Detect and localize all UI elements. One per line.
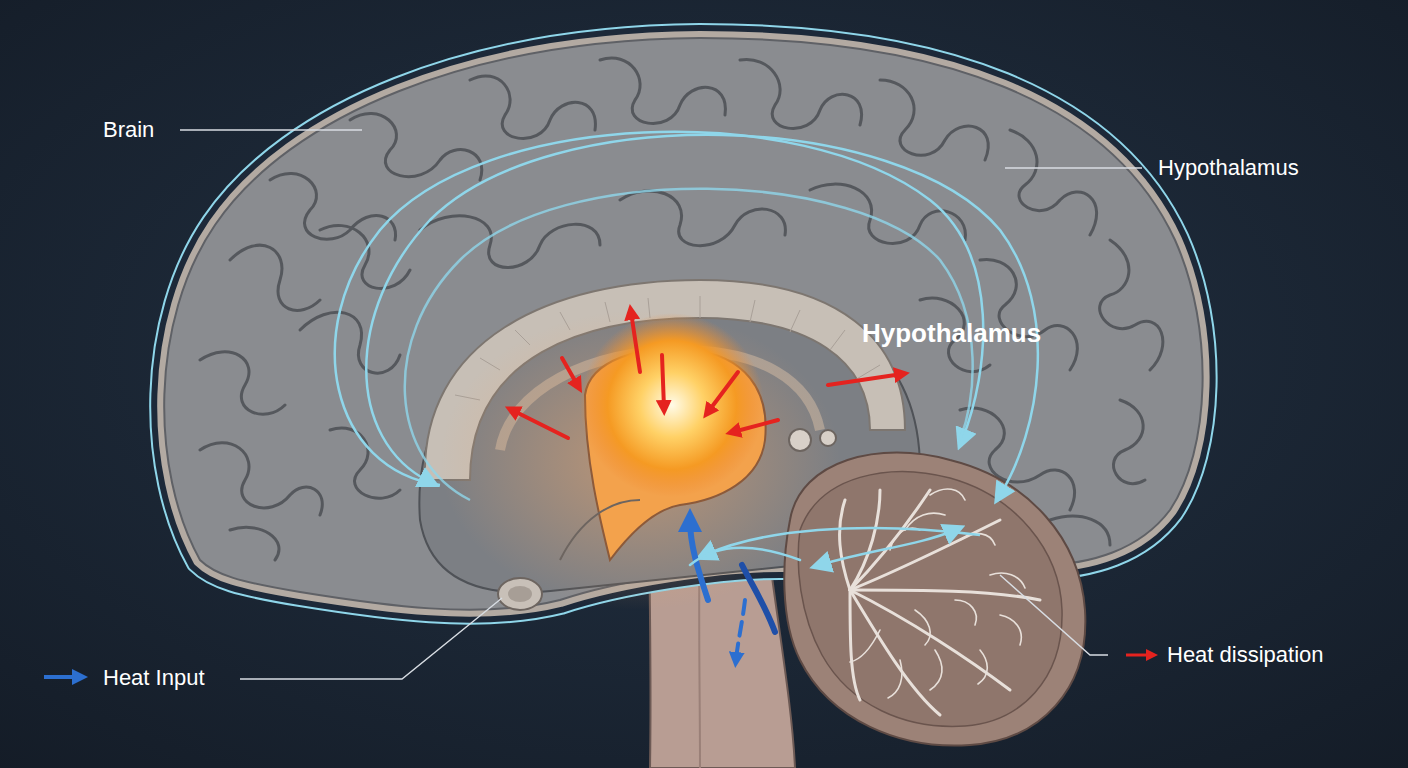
cerebellum: [784, 453, 1085, 746]
circulation-arcs: [335, 132, 1038, 565]
heat-input-arrows: [690, 520, 800, 660]
heat-glow: [580, 313, 764, 497]
legend-entry: Heat Input: [103, 665, 205, 691]
label-holder: Brain: [103, 117, 154, 143]
part-label: Brain: [103, 117, 154, 143]
region-label: Hypothalamus: [862, 318, 1041, 349]
gyri: [200, 58, 1163, 560]
heat-arrows: [512, 312, 902, 438]
label-holder: Hypothalamus: [1158, 155, 1299, 181]
legend-samples: [44, 655, 1152, 677]
legend-text: Heat dissipation: [1167, 642, 1324, 668]
label-holder: Hypothalamus: [862, 318, 1041, 349]
legend-entry: Heat dissipation: [1167, 642, 1324, 668]
part-label: Hypothalamus: [1158, 155, 1299, 181]
legend-text: Heat Input: [103, 665, 205, 691]
pituitary: [498, 578, 542, 610]
leader-lines: [180, 130, 1142, 679]
warm-area: [440, 310, 840, 610]
